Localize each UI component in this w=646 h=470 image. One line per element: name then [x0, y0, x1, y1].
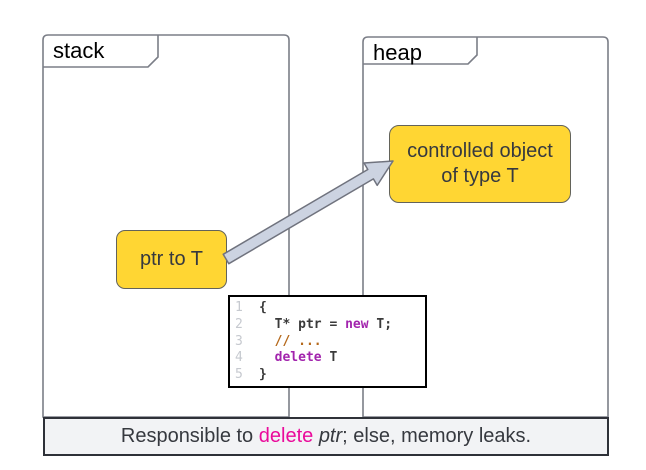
caption-text: delete	[258, 425, 314, 447]
caption-text: Responsible to	[120, 425, 259, 447]
ptr-box-label: ptr to T	[140, 248, 203, 270]
code-line-number: 5	[235, 367, 243, 383]
code-token: delete	[274, 350, 322, 366]
code-line: 5}	[235, 367, 425, 384]
code-token: new	[345, 316, 369, 332]
code-token: }	[259, 367, 267, 383]
code-line-number: 1	[235, 300, 243, 315]
caption-text: ptr	[318, 425, 343, 447]
code-line: 3 // ...	[235, 334, 425, 351]
code-token: T;	[368, 316, 393, 332]
code-token: T* ptr =	[259, 316, 346, 332]
controlled-object-label: controlled object of type T	[407, 140, 553, 187]
caption-text: ; else, memory leaks.	[342, 425, 532, 447]
code-line-number: 3	[235, 333, 243, 349]
code-line: 4 delete T	[235, 350, 425, 367]
controlled-object-box: controlled object of type T	[389, 125, 571, 203]
stack-tab-label: stack	[53, 38, 105, 63]
code-line-number: 4	[235, 350, 243, 366]
heap-tab	[363, 37, 478, 65]
code-line: 2 T* ptr = new T;	[235, 317, 425, 334]
code-token: T	[321, 350, 338, 366]
heap-tab-label: heap	[373, 40, 422, 65]
code-line: 1{	[235, 300, 425, 317]
code-token: // ...	[259, 333, 322, 349]
code-token	[259, 350, 275, 367]
code-token: {	[259, 300, 267, 315]
code-line-number: 2	[235, 316, 243, 332]
ptr-box: ptr to T	[116, 230, 227, 289]
caption-bar: Responsible to delete ptr; else, memory …	[43, 417, 609, 456]
stack-tab	[43, 35, 159, 68]
